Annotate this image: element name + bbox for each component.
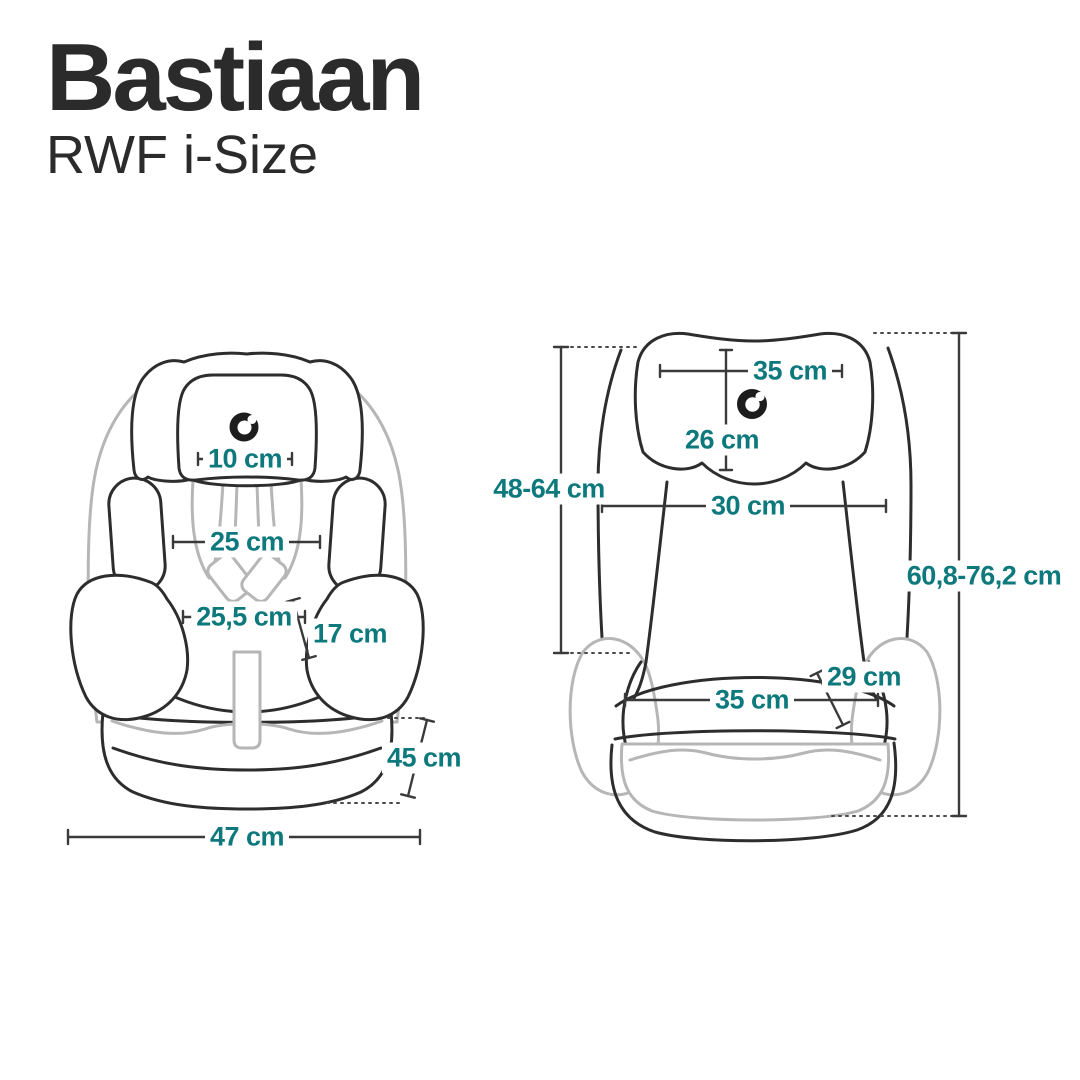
lionelo-logo-icon <box>737 389 767 419</box>
dimension-label-left-headrest-width: 10 cm <box>202 443 288 475</box>
left-seat-drawing <box>69 351 425 811</box>
product-subtitle: RWF i-Size <box>46 125 319 185</box>
dimension-label-right-seat-width: 35 cm <box>709 684 795 716</box>
dimension-label-right-total-height: 60,8-76,2 cm <box>901 560 1067 592</box>
dimension-label-right-headrest-height: 26 cm <box>679 424 765 456</box>
dimension-label-left-backrest-width: 25 cm <box>204 526 290 558</box>
dimension-label-right-backrest-height: 48-64 cm <box>488 473 610 505</box>
right-seat-drawing <box>568 331 942 843</box>
product-header: Bastiaan RWF i-Size <box>46 24 425 185</box>
lionelo-logo-icon <box>229 412 259 442</box>
dimension-label-left-seat-width: 25,5 cm <box>191 601 297 633</box>
dimension-label-left-seat-height: 45 cm <box>381 742 467 774</box>
dimension-label-right-backrest-width: 30 cm <box>705 490 791 522</box>
dimension-label-left-seat-depth: 17 cm <box>307 618 393 650</box>
dimension-label-right-seat-depth: 29 cm <box>821 661 907 693</box>
dimension-label-left-total-width: 47 cm <box>204 821 290 853</box>
product-title: Bastiaan <box>46 24 425 131</box>
dimension-label-right-headrest-width: 35 cm <box>747 355 833 387</box>
